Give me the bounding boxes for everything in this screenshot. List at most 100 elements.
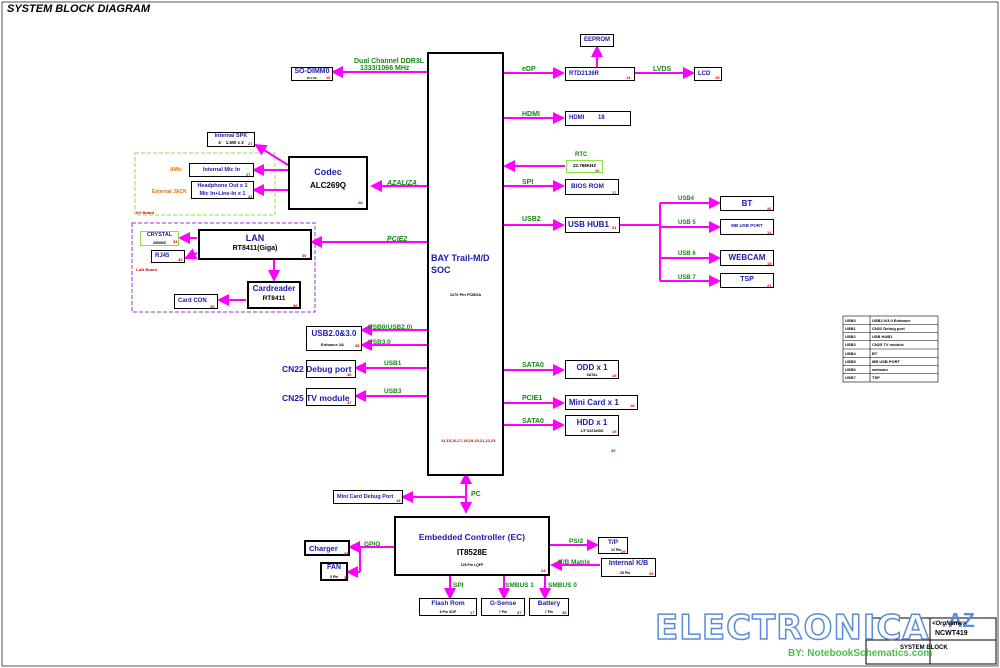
ec-part: IT8528E [456,548,488,557]
gpio-label: GPIO [364,541,381,548]
rj45-pin: 33 [178,257,183,262]
amic-label: AMic [170,167,182,173]
sata0b-label: SATA0 [522,418,544,425]
soc-name: BAY Trail-M/D [431,253,490,263]
tp-sub: 12 Pin [611,548,622,552]
soc-pins: 14,15,16,17,18,19,20,21,22,23 [441,438,496,443]
card-con-box: Card CON 35 [174,294,218,309]
bios-label: BIOS ROM [571,183,604,190]
rj45-box: RJ45 33 [151,250,185,263]
webcam-label: WEBCAM [728,253,766,262]
lan-box: LAN RT8411(Giga) 30 [198,229,312,260]
legend-value: CN25 TV module [872,342,904,348]
mic-label: Internal Mic In [203,167,240,173]
legend-value: webcam [872,367,888,372]
rtc-label: RTC [575,152,588,158]
cardreader-part: RT8411 [262,295,286,302]
tsp-label: TSP [740,276,754,283]
odd-box: ODD x 1 SATA1 19 [565,360,619,379]
card-con-label: Card CON [178,298,207,304]
bios-box: BIOS ROM 17 [565,179,619,195]
legend-key: USB0 [845,317,856,323]
usb1-label: USB1 [384,360,402,367]
kb-bus-label: K/B Matrix [558,559,591,566]
mini-card-pin: 18 [630,403,635,408]
cardreader-label: Cardreader [252,284,296,293]
lvds-label: LVDS [653,66,672,73]
eeprom-box: EEPROM [580,34,614,47]
usb30-label: USB3.0 [368,339,391,346]
bt-label: BT [741,199,753,208]
gsense-pin: 37 [517,610,522,615]
lan-label: LAN [245,233,265,243]
sodimm-label: SO-DIMM0 [294,68,330,75]
battery-sub: 7 Pin [544,610,554,614]
usb7-label: USB 7 [678,275,696,281]
lcd-pin: 15 [715,75,720,80]
bios-bus-label: SPI [522,179,534,186]
ext-jack-label: External JACK [152,189,187,195]
title-sheet: SYSTEM BLOCK [900,645,948,651]
flash-sub: 8 Pin SOP [439,610,457,614]
mini-card-box: Mini Card x 1 18 [565,395,638,410]
tp-box: T/P 12 Pin 29 [598,537,628,554]
webcam-box: WEBCAM 15 [720,250,774,266]
sodimm-pin: 10 [326,75,331,80]
kb-label: Internal K/B [608,560,649,567]
hub-box: USB HUB1 31 [565,217,620,233]
legend-value: TSP [872,375,880,381]
crystal-pin: 34 [173,239,178,244]
hdd-label: HDD x 1 [576,418,608,427]
gsense-label: G-Sense [489,600,517,607]
rtd2136r-label: RTD2136R [569,71,600,77]
tp-pin: 29 [621,549,626,554]
codec-part: ALC269Q [309,181,346,190]
lan-part: RT8411(Giga) [232,245,278,252]
legend-key: USB2 [845,334,856,339]
edp-label: eDP [522,66,536,73]
jack-label2: Mic In+Line-In x 1 [199,191,246,197]
mic-box: Internal Mic In 27 [189,163,254,177]
codec-box: Codec ALC269Q 28 [288,156,368,210]
usb-conn-label: USB2.0&3.0 [311,329,357,338]
fan-pin: 30 [344,575,349,580]
tv-label: CN25 TV module [282,393,350,403]
spk-sub: 4 1.5W x 2 [218,140,244,145]
jack-pin: 32 [248,194,253,199]
ec-label: Embedded Controller (EC) [418,532,526,542]
title-org: <OrgName> [932,621,967,627]
hdd-pin: 19 [612,429,617,434]
hdd-box: HDD x 1 2.5"SATAHDD 19 [565,415,619,436]
legend-value: USB2.0/3.0 Enhance [872,317,911,323]
title-project: NCWT419 [935,630,968,637]
soc-package: 1170 Pin FCBGA [449,292,482,297]
watermark-by: BY: NotebookSchematics.com [788,648,933,659]
legend-key: USB7 [845,375,856,381]
io-board-label: I/O Board [136,210,155,215]
odd-pin: 19 [612,373,617,378]
hub-bus-label: USB2 [522,216,541,223]
jack-box: Headphone Out x 1 Mic In+Line-In x 1 32 [191,181,254,199]
legend-value: BT [872,350,878,356]
tv-pin: 47 [347,400,352,405]
azaliza-label: AZALIZA [387,180,417,187]
webcam-pin: 15 [767,261,772,266]
lcd-label: LCD [698,71,711,77]
usb-conn-pin: 38 [355,343,360,348]
charger-box: Charger 39 [304,540,350,556]
bios-pin: 17 [612,190,617,195]
hdd-sub: 2.5"SATAHDD [580,429,604,433]
codec-label: Codec [314,167,342,177]
rtd2136r-pin: 14 [626,75,631,80]
crystal-label: CRYSTAL [146,232,173,238]
usb-conn-sub: Enhance 2A [321,342,344,347]
battery-label: Battery [537,600,561,607]
lan-board-frame [131,222,316,313]
rtd2136r-box: RTD2136R 14 [565,67,635,81]
pcie2-label: PCIE2 [387,236,408,243]
ec-package: 128 Pin LQFP [460,563,484,567]
mini-debug-pin: 18 [396,498,401,503]
